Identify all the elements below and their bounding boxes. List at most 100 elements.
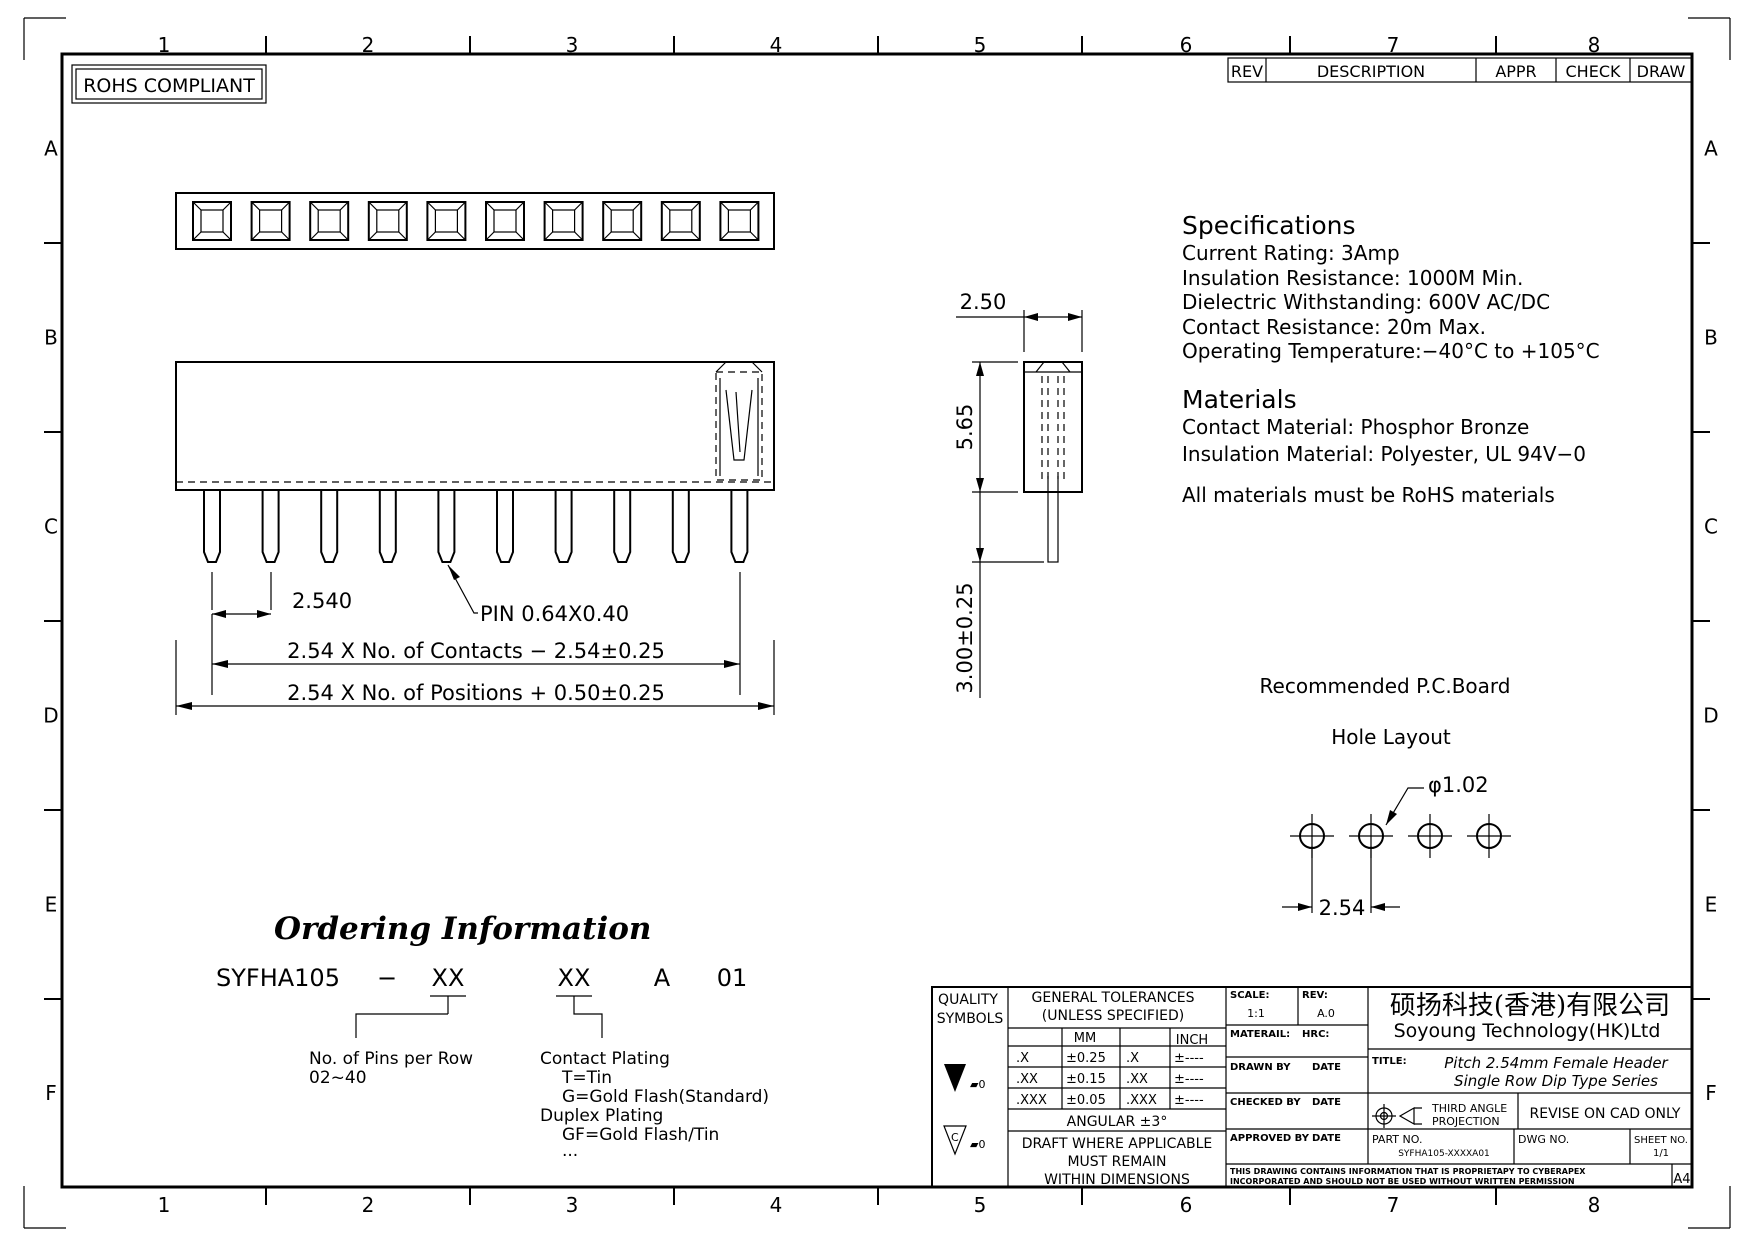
zone-column-label: 6 [1180, 1193, 1193, 1217]
pcb-hole [1467, 814, 1511, 858]
specifications-block: Specifications Current Rating: 3Amp Insu… [1182, 211, 1600, 507]
zone-column-label: 2 [362, 1193, 375, 1217]
approved-by-label: APPROVED BY [1230, 1133, 1310, 1144]
plating-line: G=Gold Flash(Standard) [562, 1087, 769, 1107]
inch-header: INCH [1176, 1033, 1208, 1048]
pitch-dimension: 2.540 [292, 589, 352, 613]
zone-column-label: 2 [362, 33, 375, 57]
contact-opening [660, 201, 701, 241]
tolerance-inch: ±---- [1174, 1051, 1204, 1066]
pins-range: 02~40 [309, 1068, 367, 1088]
contact-opening [719, 201, 760, 241]
zone-row-label: E [45, 893, 58, 917]
tolerance-precision: .XX [1016, 1072, 1038, 1087]
material-label: MATERAIL: [1230, 1029, 1290, 1040]
order-code-pins: XX [432, 964, 465, 992]
contact-opening [426, 201, 467, 241]
tolerance-precision: .X [1016, 1051, 1029, 1066]
zone-column-label: 8 [1588, 1193, 1601, 1217]
date-label: DATE [1312, 1062, 1341, 1073]
side-view-dimensions: 2.50 5.65 3.00±0.25 [953, 290, 1083, 698]
rev-label: REV: [1302, 990, 1328, 1001]
zone-column-label: 3 [566, 1193, 579, 1217]
zone-column-label: 8 [1588, 33, 1601, 57]
zone-row-label: F [45, 1081, 57, 1105]
projection-label: PROJECTION [1432, 1115, 1500, 1128]
order-code-plating: XX [558, 964, 591, 992]
plating-line: Contact Plating [540, 1049, 670, 1069]
appr-header: APPR [1495, 62, 1536, 81]
angular-tolerance: ANGULAR ±3° [1067, 1114, 1168, 1130]
draw-header: DRAW [1637, 62, 1686, 81]
contact-opening [250, 201, 291, 241]
pin [554, 490, 573, 563]
zone-row-label: D [43, 704, 58, 728]
drawn-by-label: DRAWN BY [1230, 1062, 1291, 1073]
revise-on-cad-note: REVISE ON CAD ONLY [1530, 1106, 1681, 1122]
pin [730, 490, 749, 563]
draft-note: WITHIN DIMENSIONS [1044, 1172, 1190, 1188]
rohs-note: All materials must be RoHS materials [1182, 483, 1555, 507]
company-name-en: Soyoung Technology(HK)Ltd [1394, 1020, 1661, 1042]
description-header: DESCRIPTION [1317, 62, 1425, 81]
scale-value: 1:1 [1247, 1007, 1265, 1020]
general-tolerances-label: (UNLESS SPECIFIED) [1042, 1008, 1184, 1024]
zone-row-label: B [44, 326, 58, 350]
zone-column-label: 4 [770, 33, 783, 57]
zone-column-label: 1 [158, 33, 171, 57]
spec-line: Current Rating: 3Amp [1182, 241, 1400, 265]
order-code-01: 01 [717, 964, 748, 992]
dwg-no-label: DWG NO. [1518, 1133, 1569, 1146]
date-label: DATE [1312, 1133, 1341, 1144]
pins-per-row-label: No. of Pins per Row [309, 1049, 473, 1069]
zone-row-label: C [44, 515, 58, 539]
machined-surface-icon: ▰0 [944, 1064, 985, 1092]
order-code-dash: − [377, 964, 397, 992]
rohs-compliant-label: ROHS COMPLIANT [83, 75, 255, 97]
spec-line: Insulation Resistance: 1000M Min. [1182, 266, 1523, 290]
zone-row-label: A [1704, 137, 1718, 161]
zone-column-label: 5 [974, 1193, 987, 1217]
pin [613, 490, 632, 563]
positions-length-dimension: 2.54 X No. of Positions + 0.50±0.25 [287, 681, 665, 705]
draft-note: MUST REMAIN [1067, 1154, 1166, 1170]
pin-length-dimension: 3.00±0.25 [953, 582, 977, 693]
zone-column-label: 1 [158, 1193, 171, 1217]
pin-size-label: PIN 0.64X0.40 [480, 602, 629, 626]
rev-value: A.0 [1317, 1007, 1335, 1020]
confidential-note: INCORPORATED AND SHOULD NOT BE USED WITH… [1230, 1177, 1575, 1186]
front-view-dimensions: 2.540 PIN 0.64X0.40 2.54 X No. of Contac… [175, 564, 775, 715]
ordering-heading: Ordering Information [274, 911, 651, 947]
pcb-hole-layout: Recommended P.C.Board Hole Layout φ1.02 … [1260, 674, 1511, 920]
draft-note: DRAFT WHERE APPLICABLE [1022, 1136, 1213, 1152]
order-code-a: A [654, 964, 671, 992]
sheet-no-value: 1/1 [1653, 1148, 1669, 1159]
zone-column-label: 4 [770, 1193, 783, 1217]
spec-line: Operating Temperature:−40°C to +105°C [1182, 339, 1600, 363]
front-view [175, 361, 775, 563]
spec-line: Contact Resistance: 20m Max. [1182, 315, 1486, 339]
drawing-title: Single Row Dip Type Series [1454, 1072, 1658, 1090]
contacts-length-dimension: 2.54 X No. of Contacts − 2.54±0.25 [287, 639, 665, 663]
plating-line: ... [562, 1141, 578, 1161]
zone-row-label: F [1705, 1081, 1717, 1105]
zone-column-label: 7 [1387, 33, 1400, 57]
part-no-label: PART NO. [1372, 1133, 1422, 1146]
hrc-label: HRC: [1302, 1029, 1329, 1040]
quality-symbols-label: SYMBOLS [937, 1011, 1004, 1027]
zone-row-label: E [1705, 893, 1718, 917]
quality-symbols-label: QUALITY [938, 992, 998, 1008]
plating-line: GF=Gold Flash/Tin [562, 1125, 719, 1145]
pin [203, 490, 221, 563]
materials-heading: Materials [1182, 385, 1297, 414]
zone-row-label: C [1704, 515, 1718, 539]
contact-opening [602, 201, 643, 241]
tolerance-precision: .XXX [1016, 1093, 1047, 1108]
company-name-cn: 硕扬科技(香港)有限公司 [1390, 991, 1670, 1021]
material-line: Insulation Material: Polyester, UL 94V−0 [1182, 442, 1586, 466]
as-cast-surface-icon: C ▰0 [943, 1125, 985, 1156]
contact-opening [543, 201, 584, 241]
date-label: DATE [1312, 1097, 1341, 1108]
